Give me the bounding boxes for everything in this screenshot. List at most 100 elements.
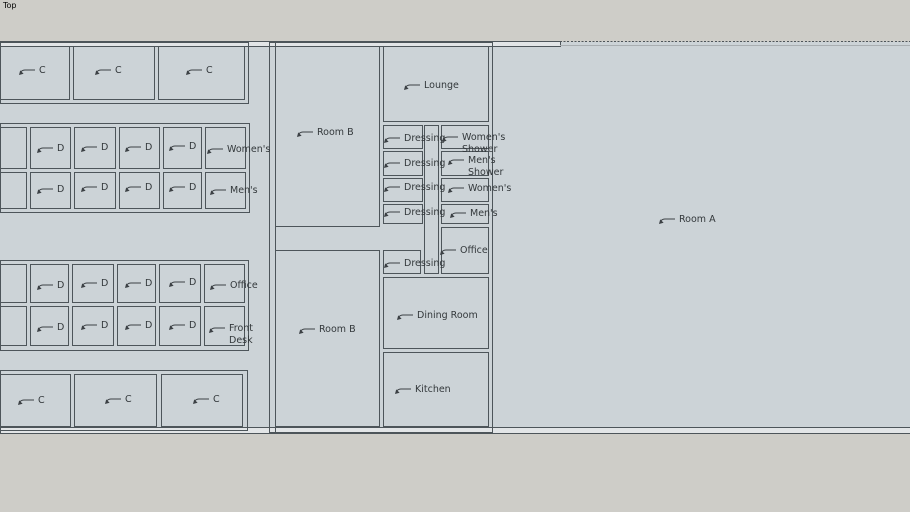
room-label-text: Dressing: [404, 182, 445, 193]
leader-arrowhead: [397, 315, 402, 320]
room-label-d: D: [169, 182, 196, 193]
room-mens-shower: [441, 151, 489, 176]
room-label-text: Lounge: [424, 80, 459, 91]
room-mens-2: [441, 204, 489, 224]
leader-arrowhead: [209, 328, 214, 333]
room-d-6: [74, 172, 116, 209]
room-dressing-1: [383, 125, 423, 149]
room-dressing-3: [383, 178, 423, 202]
room-label-d: D: [37, 322, 64, 333]
room-label-text: D: [101, 142, 108, 153]
room-label-dressing: Dressing: [384, 182, 445, 193]
room-d-7: [119, 172, 160, 209]
room-label-dressing: Dressing: [384, 158, 445, 169]
room-label-men-s: Men's: [450, 208, 498, 219]
room-label-text: C: [38, 395, 45, 406]
leader-arrowhead: [384, 138, 389, 143]
room-label-text: Dressing: [404, 158, 445, 169]
room-c-3: [158, 46, 245, 100]
room-c-1: [0, 46, 70, 100]
room-label-text: D: [189, 141, 196, 152]
room-label-text: C: [125, 394, 132, 405]
room-label-d: D: [125, 320, 152, 331]
leader-arrowhead: [169, 146, 174, 151]
room-label-text: D: [189, 320, 196, 331]
room-label-text: D: [101, 278, 108, 289]
room-label-text: Office: [230, 280, 258, 291]
room-label-text: Dressing: [404, 133, 445, 144]
room-label-d: D: [125, 142, 152, 153]
room-label-text: Men's: [470, 208, 498, 219]
room-d-1: [30, 127, 71, 169]
room-label-d: D: [37, 143, 64, 154]
leader-arrowhead: [81, 325, 86, 330]
room-d-2: [74, 127, 116, 169]
room-b-lower: [275, 250, 380, 427]
leader-arrowhead: [210, 285, 215, 290]
room-label-text: Dressing: [404, 258, 445, 269]
leader-arrowhead: [169, 325, 174, 330]
leader-arrowhead: [81, 147, 86, 152]
room-label-text: C: [213, 394, 220, 405]
view-label: Top: [3, 1, 17, 10]
room-label-text: Room A: [679, 214, 716, 225]
room-label-dining-room: Dining Room: [397, 310, 478, 321]
leader-arrowhead: [659, 219, 664, 224]
room-label-c: C: [186, 65, 213, 76]
room-label-text: D: [57, 184, 64, 195]
room-d-15: [117, 306, 156, 346]
room-label-text: D: [57, 280, 64, 291]
leader-arrowhead: [37, 148, 42, 153]
room-label-dressing: Dressing: [384, 207, 445, 218]
room-label-text: D: [145, 142, 152, 153]
leader-arrowhead: [19, 70, 24, 75]
room-label-d: D: [81, 320, 108, 331]
room-office-1: [204, 264, 245, 303]
room-d-11: [117, 264, 156, 303]
room-dressing-5: [383, 250, 421, 274]
leader-arrowhead: [37, 327, 42, 332]
leader-arrowhead: [125, 187, 130, 192]
room-label-d: D: [125, 278, 152, 289]
room-d-9: [30, 264, 69, 303]
room-dressing-2: [383, 151, 423, 176]
room-womens-shower: [441, 125, 489, 149]
room-d-12: [159, 264, 201, 303]
leader-arrowhead: [186, 70, 191, 75]
room-label-d: D: [81, 278, 108, 289]
leader-arrowhead: [450, 213, 455, 218]
room-d-partial-1: [0, 127, 27, 169]
leader-arrowhead: [404, 85, 409, 90]
room-label-text: D: [57, 143, 64, 154]
room-label-text: Kitchen: [415, 384, 451, 395]
leader-arrowhead: [169, 187, 174, 192]
leader-arrowhead: [384, 263, 389, 268]
room-label-d: D: [125, 182, 152, 193]
room-mens-1: [205, 172, 246, 209]
room-womens-1: [205, 127, 246, 169]
leader-arrowhead: [448, 188, 453, 193]
leader-arrowhead: [125, 325, 130, 330]
leader-arrowhead: [448, 160, 453, 165]
leader-arrowhead: [125, 283, 130, 288]
room-label-d: D: [169, 320, 196, 331]
room-label-text: Dressing: [404, 207, 445, 218]
room-label-text: Room B: [319, 324, 356, 335]
room-label-text: C: [115, 65, 122, 76]
room-label-d: D: [37, 280, 64, 291]
room-label-men-s: Men's: [210, 185, 258, 196]
room-label-text: D: [101, 182, 108, 193]
room-office-2: [441, 227, 489, 274]
room-d-3: [119, 127, 160, 169]
leader-arrowhead: [395, 389, 400, 394]
room-label-text: Men's: [230, 185, 258, 196]
room-d-partial-3: [0, 264, 27, 303]
room-label-text: Office: [460, 245, 488, 256]
room-c-2: [73, 46, 155, 100]
room-label-text: D: [145, 182, 152, 193]
